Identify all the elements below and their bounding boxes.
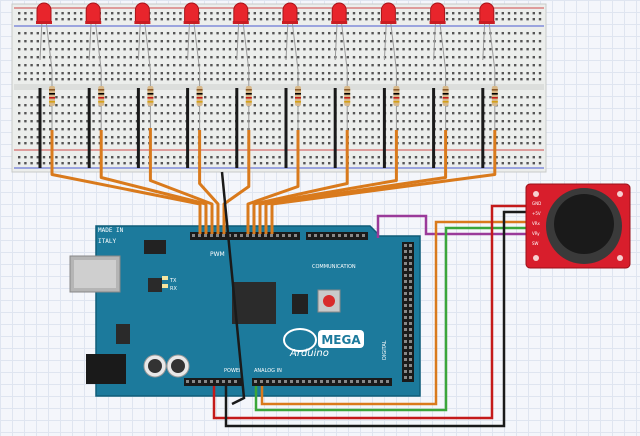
joystick-pin-gnd: GND	[532, 201, 541, 206]
joystick-module: GND +5V VRx VRy SW	[525, 183, 631, 269]
model-label: MEGA	[321, 333, 361, 347]
led-10	[478, 2, 496, 71]
arduino-mega-board: MADE IN ITALY PWM COMMUNICATION TX RX PO…	[69, 225, 421, 397]
resistor-7	[344, 70, 351, 130]
led-6	[282, 2, 299, 71]
led-signal-wire	[258, 130, 398, 234]
joystick-pin-vrx: VRx	[532, 221, 541, 226]
vcc-wire	[212, 204, 528, 420]
wires	[50, 128, 528, 428]
resistor-1	[49, 70, 55, 130]
vrx-wire	[260, 220, 528, 406]
led-2	[85, 2, 102, 71]
resistor-6	[295, 70, 301, 130]
led-9	[429, 2, 447, 71]
led-signal-wire	[252, 130, 349, 234]
joystick-thumbstick[interactable]	[554, 194, 614, 254]
resistor-9	[442, 70, 449, 130]
country-label: ITALY	[98, 238, 116, 245]
rx-label: RX	[170, 286, 177, 292]
communication-label: COMMUNICATION	[312, 264, 356, 270]
infinity-logo	[283, 328, 317, 352]
gnd-wire	[224, 210, 528, 428]
digital-header	[402, 242, 414, 382]
rx-led	[162, 284, 168, 288]
joystick-pin-sw: SW	[532, 241, 539, 246]
resistor-4	[196, 70, 203, 130]
analog-label: ANALOG IN	[254, 368, 282, 374]
usb-chip	[148, 278, 162, 292]
joystick-pin-vry: VRy	[532, 231, 540, 236]
led-signal-wire	[270, 130, 497, 234]
made-in-label: MADE IN	[98, 227, 124, 234]
led-3	[134, 2, 151, 71]
led-row	[36, 2, 498, 168]
led-8	[380, 2, 397, 71]
power-label: POWER	[224, 368, 243, 374]
pwm-label: PWM	[210, 251, 225, 258]
ground-wire	[220, 171, 246, 406]
pwm-header	[190, 232, 300, 240]
led-signal-wire	[148, 128, 214, 234]
breadboard	[11, 3, 547, 173]
tx-label: TX	[169, 278, 177, 284]
vry-wire	[254, 226, 528, 412]
brand-label: Arduino	[289, 348, 329, 359]
digital-label: DIGITAL	[382, 340, 388, 360]
led-7	[331, 2, 348, 71]
led-5	[232, 2, 250, 71]
led-1	[36, 2, 53, 71]
led-signal-wire	[222, 130, 251, 234]
communication-header	[306, 232, 368, 240]
led-4	[183, 2, 201, 71]
voltage-regulator	[116, 324, 130, 344]
mega-badge	[318, 330, 364, 348]
led-signal-wire	[99, 130, 208, 234]
joystick-pin-5v: +5V	[532, 211, 541, 216]
resistor-2	[98, 70, 105, 130]
icsp-header	[144, 240, 166, 254]
resistor-10	[491, 70, 498, 130]
led-signal-wire	[246, 130, 300, 234]
led-signal-wire	[50, 130, 202, 234]
led-signal-wire	[198, 130, 220, 234]
icsp-header-2	[292, 294, 308, 314]
tx-led	[162, 276, 168, 280]
resistor-5	[245, 70, 252, 130]
led-signal-wire	[264, 130, 448, 234]
microcontroller-chip	[232, 282, 276, 324]
resistor-3	[147, 70, 154, 130]
power-jack	[86, 354, 126, 384]
header-pins	[186, 234, 412, 383]
sw-wire	[376, 214, 528, 238]
resistor-8	[393, 70, 400, 130]
